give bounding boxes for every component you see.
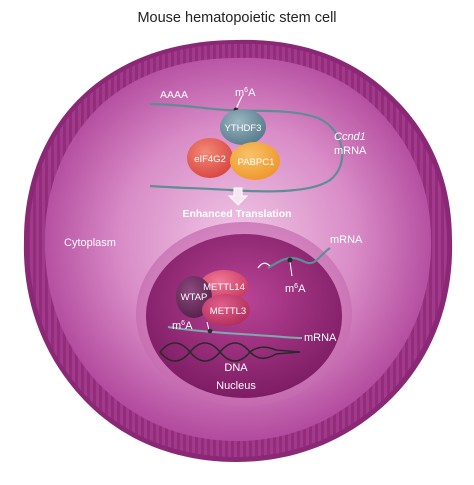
m6a-marker-top [235, 95, 243, 110]
translation-arrow [227, 187, 249, 206]
pabpc1-label: PABPC1 [238, 157, 275, 168]
nuclear-mrna-strand [167, 326, 303, 339]
eif4g2-protein[interactable] [187, 138, 233, 178]
enhanced-translation-label: Enhanced Translation [182, 208, 291, 220]
mettl14-label: METTL14 [203, 282, 245, 293]
ccnd1-mrna-strand [149, 102, 344, 193]
wtap-label: WTAP [181, 292, 208, 303]
nucleus-label: Nucleus [216, 380, 256, 392]
mettl14-protein[interactable] [200, 270, 248, 302]
ythdf3-protein[interactable] [220, 109, 266, 145]
export-mrna-tail [257, 262, 271, 269]
m6a-label-nuclear: m6A [172, 320, 193, 332]
dna-label: DNA [224, 362, 248, 374]
ccnd1-label: Ccnd1 [334, 131, 366, 143]
m6a-label-top: m6A [235, 87, 256, 99]
m6a-dot-nuclear [207, 328, 213, 334]
ccnd1-mrna-label: mRNA [334, 145, 367, 157]
export-mrna-strand [267, 247, 331, 269]
m6a-dot-export [287, 257, 293, 263]
nuclear-mrna-label: mRNA [304, 332, 337, 344]
export-mrna-label: mRNA [330, 234, 363, 246]
dna-strand-b [159, 342, 301, 362]
mettl3-label: METTL3 [210, 306, 246, 317]
pabpc1-protein[interactable] [230, 142, 280, 180]
cytoplasm-label: Cytoplasm [64, 237, 116, 249]
figure-title: Mouse hematopoietic stem cell [137, 10, 337, 26]
poly-a-label: AAAA [160, 89, 188, 101]
mettl3-protein[interactable] [202, 294, 250, 326]
m6a-label-export: m6A [285, 283, 306, 295]
m6a-marker-nuclear [206, 321, 210, 331]
m6a-marker-export [289, 261, 293, 277]
ythdf3-label: YTHDF3 [225, 123, 262, 134]
eif4g2-label: eIF4G2 [194, 154, 226, 165]
